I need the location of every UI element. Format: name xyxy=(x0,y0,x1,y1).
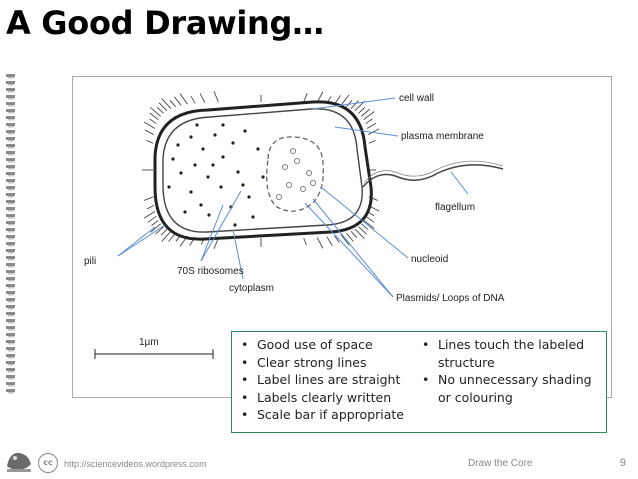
drawing-criteria-box: Good use of space Clear strong lines Lab… xyxy=(231,331,607,433)
criteria-item: Labels clearly written xyxy=(237,389,417,407)
scale-bar xyxy=(94,349,214,359)
footer-url: http://sciencevideos.wordpress.com xyxy=(64,459,207,469)
label-ribosomes: 70S ribosomes xyxy=(177,266,244,277)
flagellum xyxy=(362,164,504,188)
prokaryote-cell-diagram: cell wall plasma membrane flagellum pili… xyxy=(84,90,505,359)
label-pili: pili xyxy=(84,256,96,267)
plasma-membrane-outline xyxy=(162,108,363,233)
slide-title: A Good Drawing… xyxy=(6,4,324,42)
ribosome-dots xyxy=(167,123,265,227)
notebook-margin-decoration xyxy=(6,74,15,394)
criteria-item: No unnecessary shading or colouring xyxy=(418,371,602,406)
cell-wall-outline xyxy=(153,100,373,241)
label-plasmids: Plasmids/ Loops of DNA xyxy=(396,293,505,304)
label-flagellum: flagellum xyxy=(435,202,475,213)
label-cytoplasm: cytoplasm xyxy=(229,283,274,294)
criteria-list-right: Lines touch the labeled structure No unn… xyxy=(418,336,602,406)
scale-bar-label: 1μm xyxy=(139,337,159,348)
label-nucleoid: nucleoid xyxy=(411,254,448,265)
plasmid-loops xyxy=(275,147,317,201)
label-plasma-membrane: plasma membrane xyxy=(401,131,484,142)
criteria-item: Clear strong lines xyxy=(237,354,417,372)
criteria-item: Good use of space xyxy=(237,336,417,354)
criteria-list-left: Good use of space Clear strong lines Lab… xyxy=(237,336,417,424)
label-cell-wall: cell wall xyxy=(399,93,434,104)
criteria-item: Label lines are straight xyxy=(237,371,417,389)
criteria-item: Lines touch the labeled structure xyxy=(418,336,602,371)
label-lines xyxy=(117,97,469,298)
criteria-item: Scale bar if appropriate xyxy=(237,406,417,424)
channel-logo-icon xyxy=(7,452,31,472)
footer-section-title: Draw the Core xyxy=(468,458,533,469)
slide-number: 9 xyxy=(619,457,626,469)
creative-commons-icon: cc xyxy=(38,453,58,473)
nucleoid-boundary xyxy=(266,136,324,212)
flagellum-inner xyxy=(363,160,504,184)
